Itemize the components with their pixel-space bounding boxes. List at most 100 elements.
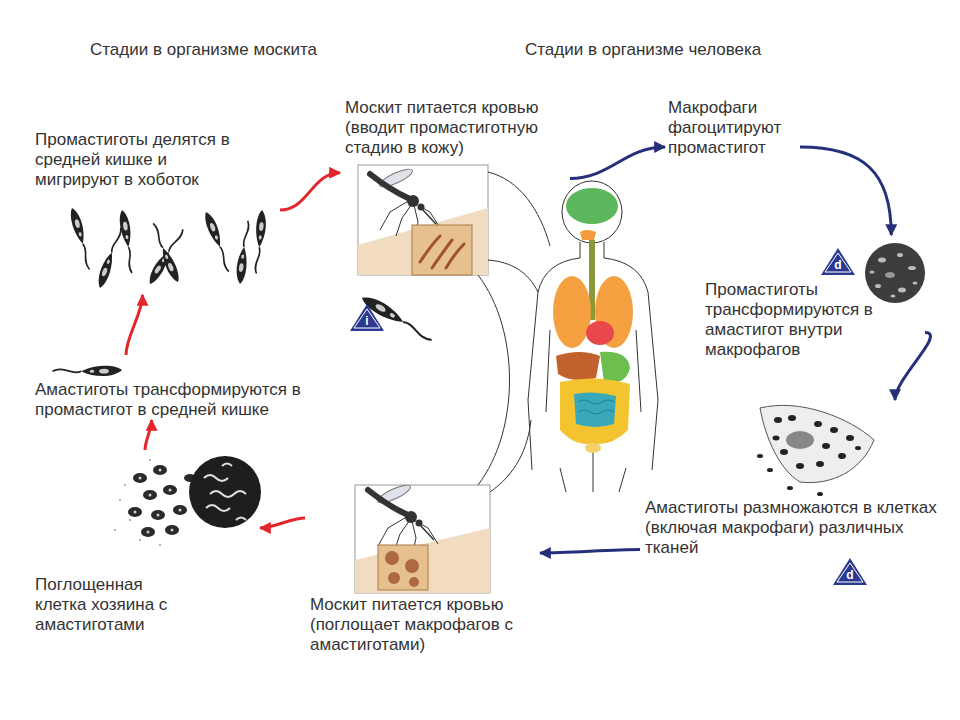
promastigote-cluster — [118, 209, 136, 274]
mosquito-bite-box — [358, 208, 488, 275]
cycle-arrow — [260, 518, 305, 528]
ingested-host-cell — [165, 525, 179, 535]
cycle-arrow — [145, 420, 152, 450]
ingested-host-cell — [151, 510, 165, 520]
ingested-host-cell — [204, 464, 246, 521]
tissue-macrophage — [757, 415, 861, 496]
tissue-macrophage — [817, 492, 823, 496]
mosquito-feeding-box — [405, 559, 419, 573]
ingested-host-cell — [134, 511, 137, 514]
ingested-host-cell — [133, 473, 147, 483]
ingested-host-cell — [119, 499, 121, 501]
infected-macrophage — [875, 284, 881, 288]
human-body — [578, 400, 614, 414]
ingested-host-cell — [157, 514, 160, 517]
promastigote-cluster — [235, 220, 253, 285]
ingested-host-cell — [129, 519, 131, 521]
ingested-host-cell — [128, 465, 196, 537]
ingested-host-cell — [171, 529, 174, 532]
mosquito-bite-box — [358, 165, 488, 275]
mosquito-feeding-box — [388, 572, 400, 584]
infected-macrophage — [885, 272, 895, 278]
ingested-host-cell — [114, 456, 261, 546]
mosquito-feeding-box — [378, 545, 428, 590]
cycle-arrow — [570, 147, 665, 179]
infected-macrophage — [878, 258, 886, 263]
infected-macrophage — [897, 253, 903, 257]
ingested-host-cell — [114, 529, 116, 531]
stage-text: Москит питается кровью (поглощает макроф… — [310, 595, 538, 655]
tissue-macrophage — [822, 443, 830, 449]
promastigote-cluster — [251, 210, 267, 274]
ingested-host-cell — [169, 489, 172, 492]
tissue-macrophage — [855, 446, 861, 450]
ingested-host-cell — [189, 456, 261, 528]
mosquito-feeding-box — [355, 485, 490, 593]
ingested-host-cell — [124, 484, 126, 486]
promastigote — [52, 366, 122, 376]
tissue-macrophage — [787, 486, 793, 490]
ingested-host-cell — [179, 509, 182, 512]
tissue-macrophage — [786, 431, 814, 449]
ingested-host-cell — [134, 469, 182, 534]
stage-node: Поглощенная клетка хозяина с амастиготам… — [30, 450, 260, 645]
callout-triangle — [350, 304, 384, 331]
infected-macrophage — [865, 243, 925, 303]
tissue-macrophage — [773, 436, 780, 441]
tissue-macrophage — [780, 449, 788, 455]
ingested-host-cell — [173, 505, 187, 515]
stage-text: Москит питается кровью (вводит промастиг… — [345, 98, 570, 158]
leader-line — [488, 172, 550, 246]
ingested-host-cell — [139, 539, 141, 541]
tissue-macrophage — [774, 417, 782, 423]
ingested-host-cell — [143, 490, 157, 500]
human-body — [556, 352, 600, 380]
human-body — [585, 443, 601, 453]
promastigote-cluster — [95, 226, 126, 289]
human-body — [574, 392, 616, 427]
ingested-host-cell — [153, 465, 167, 475]
tissue-macrophage — [814, 421, 822, 427]
tissue-macrophage — [846, 435, 854, 441]
infected-macrophage — [891, 295, 896, 298]
cycle-arrow — [126, 295, 143, 355]
stage-node: Макрофаги фагоцитируют промастигот — [665, 95, 800, 160]
ingested-host-cell — [149, 459, 151, 461]
tissue-macrophage — [816, 461, 824, 467]
human-body — [553, 276, 591, 348]
ingested-host-cell — [163, 485, 177, 495]
stage-node: Москит питается кровью (вводит промастиг… — [340, 93, 570, 283]
leader-line — [488, 260, 538, 292]
callout-triangle — [833, 558, 867, 585]
tissue-macrophage — [796, 463, 804, 469]
leader-line — [490, 420, 531, 492]
mosquito-feeding-box — [385, 551, 399, 565]
ingested-host-cell — [139, 477, 142, 480]
stage-text: Промастиготы делятся в средней кишке и м… — [35, 130, 240, 190]
callout-number: i — [350, 314, 384, 328]
callout-triangle — [821, 248, 855, 275]
human-body — [528, 181, 658, 492]
callout-number: d — [833, 568, 867, 582]
tissue-macrophage — [830, 427, 838, 433]
callout-number: d — [821, 258, 855, 272]
tissue-macrophage — [838, 453, 846, 459]
infected-macrophage — [870, 271, 875, 274]
mosquito-bite-box — [412, 225, 472, 275]
stage-text: Амастиготы трансформируются в промастиго… — [35, 380, 350, 420]
promastigote-cluster — [149, 221, 182, 284]
tissue-macrophage — [767, 468, 773, 472]
ingested-host-cell — [159, 469, 162, 472]
promastigote-cluster — [202, 210, 233, 273]
section-heading: Стадии в организме человека — [525, 40, 761, 60]
mosquito-feeding-box — [355, 528, 490, 593]
infected-macrophage — [913, 282, 918, 285]
human-body — [566, 188, 618, 224]
human-body — [580, 230, 596, 240]
human-body — [586, 321, 614, 345]
mosquito-bite-box — [420, 236, 464, 268]
infected-macrophage — [865, 243, 925, 303]
infected-macrophage — [908, 266, 916, 270]
